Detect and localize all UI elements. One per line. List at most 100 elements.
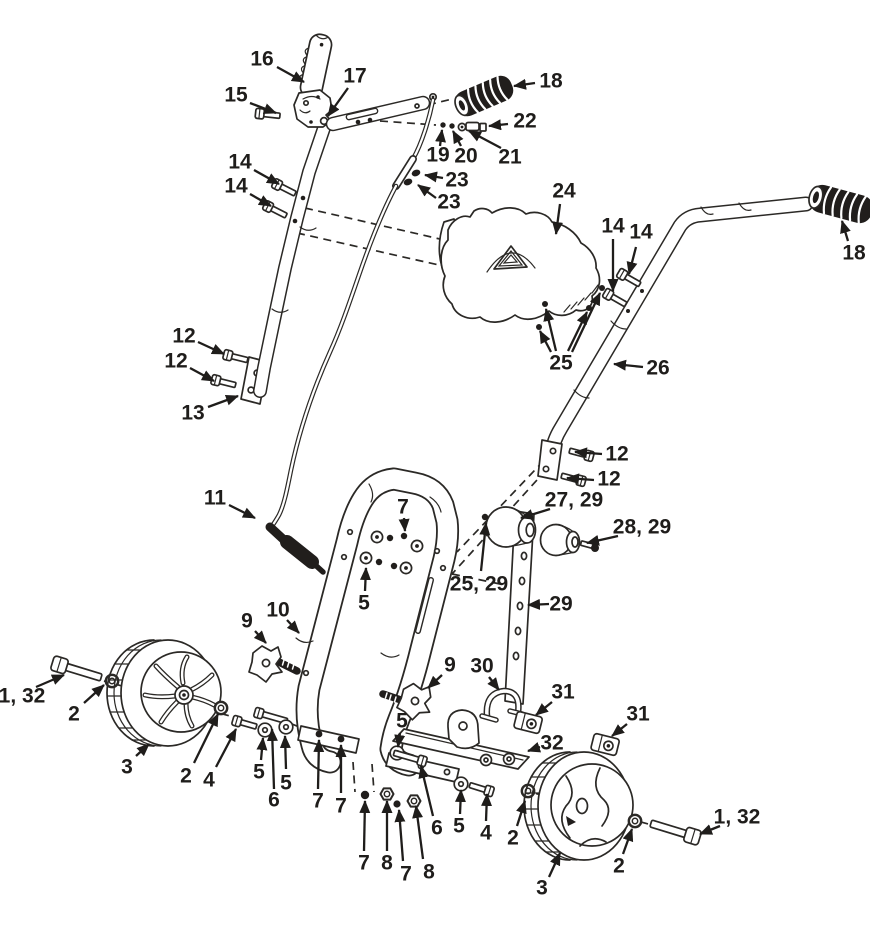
leader-arrow — [253, 630, 267, 644]
callout-12: 12 — [172, 325, 225, 356]
callout-5: 5 — [358, 567, 371, 615]
callout-14: 14 — [601, 215, 625, 292]
leader-arrow — [487, 676, 500, 691]
leader-arrow — [586, 534, 619, 546]
washer-5 — [278, 719, 294, 735]
callout-6: 6 — [266, 728, 280, 812]
callout-24: 24 — [552, 180, 576, 235]
callout-5: 5 — [453, 789, 466, 838]
callout-3: 3 — [121, 743, 150, 779]
part-number-label: 16 — [250, 48, 273, 71]
wheel-right — [520, 751, 703, 861]
callout-7: 7 — [312, 739, 325, 813]
part-number-label: 3 — [536, 877, 548, 900]
part-number-label: 14 — [601, 215, 625, 238]
leader-arrow — [359, 800, 371, 852]
leader-arrow — [621, 828, 634, 855]
callout-18: 18 — [513, 70, 563, 93]
leader-arrow — [359, 567, 371, 592]
frame-hardware-cluster — [359, 530, 424, 575]
callout-25-29: 25, 29 — [450, 522, 508, 596]
stake-knob-27 — [481, 506, 537, 548]
drag-bar-assembly — [392, 709, 530, 770]
part-number-label: 5 — [358, 592, 370, 615]
part-number-label: 31 — [551, 681, 575, 704]
leader-arrow — [276, 65, 305, 84]
part-number-label: 8 — [423, 861, 435, 884]
leader-arrow — [481, 793, 493, 822]
callout-16: 16 — [250, 48, 305, 84]
leader-arrow — [566, 473, 595, 485]
cable-fittings — [403, 92, 487, 186]
callout-23: 23 — [424, 169, 469, 192]
leader-arrow — [699, 824, 721, 836]
callout-32: 32 — [527, 732, 564, 755]
leader-arrow — [479, 522, 491, 572]
part-number-label: 26 — [646, 357, 669, 380]
leader-arrow — [197, 340, 225, 356]
leader-arrow — [547, 852, 562, 878]
part-number-label: 5 — [396, 710, 408, 733]
part-number-label: 23 — [445, 169, 468, 192]
throttle-lever — [293, 33, 334, 128]
callout-5: 5 — [253, 737, 268, 784]
nut-8 — [406, 794, 422, 808]
part-number-label: 2 — [180, 765, 192, 788]
part-number-label: 12 — [597, 468, 620, 491]
leader-arrow — [394, 809, 406, 862]
part-number-label: 18 — [539, 70, 563, 93]
leader-arrow — [520, 507, 551, 520]
grommet-23 — [411, 169, 421, 177]
part-number-label: 14 — [228, 151, 252, 174]
part-number-label: 1, 32 — [714, 806, 761, 829]
leader-arrow — [228, 503, 256, 520]
callout-18: 18 — [840, 220, 866, 265]
part-number-label: 23 — [437, 191, 460, 214]
part-number-label: 21 — [498, 146, 522, 169]
leader-arrow — [468, 129, 502, 150]
part-number-label: 14 — [629, 221, 653, 244]
leader-arrow — [286, 619, 300, 634]
bolt-7 — [315, 730, 323, 738]
leader-arrow — [515, 800, 527, 827]
part-number-label: 14 — [224, 175, 248, 198]
leader-arrow — [427, 674, 443, 689]
leader-arrow — [455, 789, 466, 815]
part-number-label: 19 — [426, 144, 449, 167]
leader-arrow — [840, 220, 851, 242]
leader-arrow — [249, 193, 272, 207]
upper-crossbar — [325, 95, 431, 132]
screw-25 — [586, 305, 592, 311]
bolt-12 — [209, 373, 238, 391]
callout-6: 6 — [418, 765, 443, 840]
belt-shroud — [438, 207, 605, 330]
part-number-label: 18 — [842, 242, 866, 265]
bolt-7 — [337, 735, 345, 743]
clip-31 — [589, 732, 621, 757]
callout-12: 12 — [574, 443, 629, 466]
leader-arrow — [313, 739, 325, 790]
leader-arrow — [435, 129, 446, 147]
leader-arrow — [543, 308, 558, 352]
callout-25: 25 — [538, 292, 602, 375]
clip-31 — [512, 710, 544, 735]
part-number-label: 12 — [605, 443, 628, 466]
part-number-label: 9 — [444, 654, 456, 677]
leader-arrow — [566, 311, 589, 352]
part-number-label: 8 — [381, 852, 393, 875]
leader-arrow — [327, 87, 349, 117]
callout-1-32: 1, 32 — [699, 806, 761, 836]
leader-arrow — [418, 765, 435, 817]
part-number-label: 9 — [241, 610, 253, 633]
part-number-label: 25, 29 — [450, 573, 508, 596]
callout-19: 19 — [426, 129, 450, 167]
callout-21: 21 — [468, 129, 522, 169]
leader-arrow — [527, 598, 550, 610]
callout-12: 12 — [566, 468, 621, 491]
callout-2: 2 — [68, 684, 105, 726]
part-number-label: 7 — [400, 863, 412, 886]
screw-25-29 — [481, 513, 489, 521]
part-number-label: 2 — [68, 703, 80, 726]
leader-arrow — [214, 728, 238, 768]
part-number-label: 2 — [507, 827, 519, 850]
